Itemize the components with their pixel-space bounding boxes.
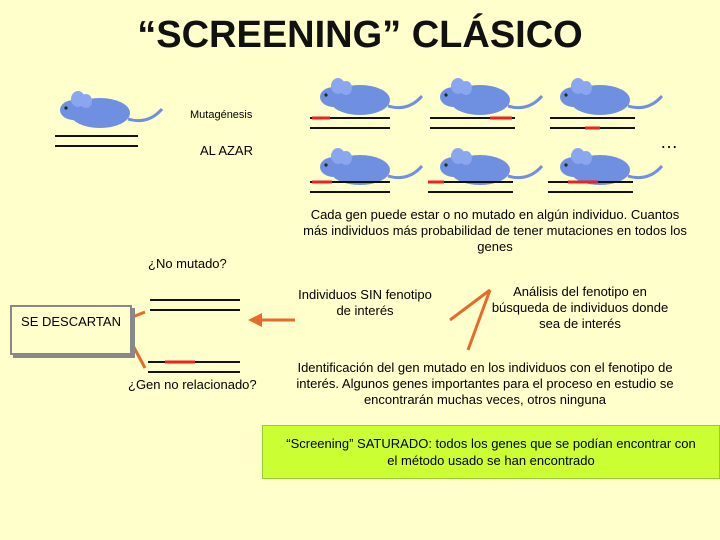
mutagenesis-label: Mutagénesis bbox=[190, 109, 252, 121]
mutant-mouse-2 bbox=[430, 78, 542, 128]
mutant-mouse-5 bbox=[428, 148, 542, 192]
discard-label: SE DESCARTAN bbox=[12, 307, 130, 330]
mutant-mouse-3 bbox=[550, 78, 662, 128]
saturated-box: “Screening” SATURADO: todos los genes qu… bbox=[262, 425, 720, 479]
mutant-mouse-4 bbox=[310, 148, 422, 192]
chromosome-not-mutated bbox=[150, 300, 240, 310]
unrelated-question: ¿Gen no relacionado? bbox=[128, 377, 257, 392]
arrow-from-analysis bbox=[450, 290, 490, 350]
ellipsis: … bbox=[660, 132, 678, 153]
arrow-to-discard bbox=[248, 313, 295, 327]
chromosome-unrelated bbox=[148, 362, 240, 372]
identification-text: Identificación del gen mutado en los ind… bbox=[290, 360, 680, 408]
analysis-text: Análisis del fenotipo en búsqueda de ind… bbox=[490, 284, 670, 332]
source-mouse bbox=[55, 91, 162, 146]
explanation-text: Cada gen puede estar o no mutado en algú… bbox=[300, 207, 690, 255]
not-mutated-question: ¿No mutado? bbox=[148, 256, 227, 271]
discard-box: SE DESCARTAN bbox=[10, 305, 132, 355]
mutant-mouse-1 bbox=[310, 78, 422, 128]
arrow-discard-left bbox=[130, 312, 145, 368]
saturated-text: “Screening” SATURADO: todos los genes qu… bbox=[263, 426, 719, 469]
no-phenotype-text: Individuos SIN fenotipo de interés bbox=[290, 287, 440, 319]
mutant-mouse-6 bbox=[548, 148, 662, 192]
random-label: AL AZAR bbox=[200, 143, 253, 158]
